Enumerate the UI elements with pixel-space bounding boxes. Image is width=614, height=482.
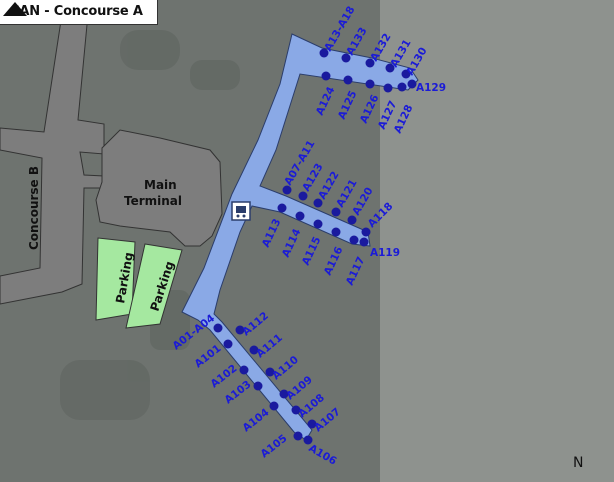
gate-dot[interactable] [383,83,393,93]
gate-dot[interactable] [265,367,275,377]
gate-dot[interactable] [235,325,245,335]
gate-dot[interactable] [341,53,351,63]
gate-dot[interactable] [407,79,417,89]
main-terminal-shape [95,129,223,247]
parking-left: Parking [95,237,136,321]
gate-dot[interactable] [397,82,407,92]
concourse-b-label: Concourse B [27,166,41,250]
gate-dot[interactable] [249,345,259,355]
gate-dot[interactable] [269,401,279,411]
gate-dot[interactable] [365,79,375,89]
gate-dot[interactable] [282,185,292,195]
gate-dot[interactable] [331,207,341,217]
gate-dot[interactable] [331,227,341,237]
gate-dot[interactable] [303,435,313,445]
main-terminal-label-1: Main [144,178,177,192]
gate-dot[interactable] [253,381,263,391]
gate-dot[interactable] [385,63,395,73]
gate-dot[interactable] [365,58,375,68]
gate-dot[interactable] [401,69,411,79]
gate-dot[interactable] [343,75,353,85]
gate-dot[interactable] [279,389,289,399]
gate-dot[interactable] [307,419,317,429]
main-terminal: Main Terminal [95,129,223,247]
gate-label-a129: A129 [416,82,446,94]
main-terminal-label-2: Terminal [124,194,182,208]
north-label: N [573,455,584,471]
gate-dot[interactable] [298,191,308,201]
gate-dot[interactable] [293,431,303,441]
gate-dot[interactable] [321,71,331,81]
gate-dot[interactable] [349,235,359,245]
parking-right-shape [125,243,183,329]
map-title: CAN - Concourse A [0,0,158,25]
gate-dot[interactable] [313,219,323,229]
train-icon [231,201,251,221]
gate-dot[interactable] [359,237,369,247]
gate-dot[interactable] [291,405,301,415]
gate-dot[interactable] [277,203,287,213]
gate-dot[interactable] [347,215,357,225]
gate-dot[interactable] [239,365,249,375]
gate-dots [213,48,417,445]
gate-dot[interactable] [313,198,323,208]
gate-dot[interactable] [295,211,305,221]
gate-dot[interactable] [361,227,371,237]
gate-label-a119: A119 [370,247,400,259]
concourse-b: Concourse B [0,13,105,305]
gate-dot[interactable] [223,339,233,349]
concourse-b-shape [0,13,105,305]
north-arrow-icon [3,2,27,16]
gate-dot[interactable] [319,48,329,58]
gate-dot[interactable] [213,323,223,333]
